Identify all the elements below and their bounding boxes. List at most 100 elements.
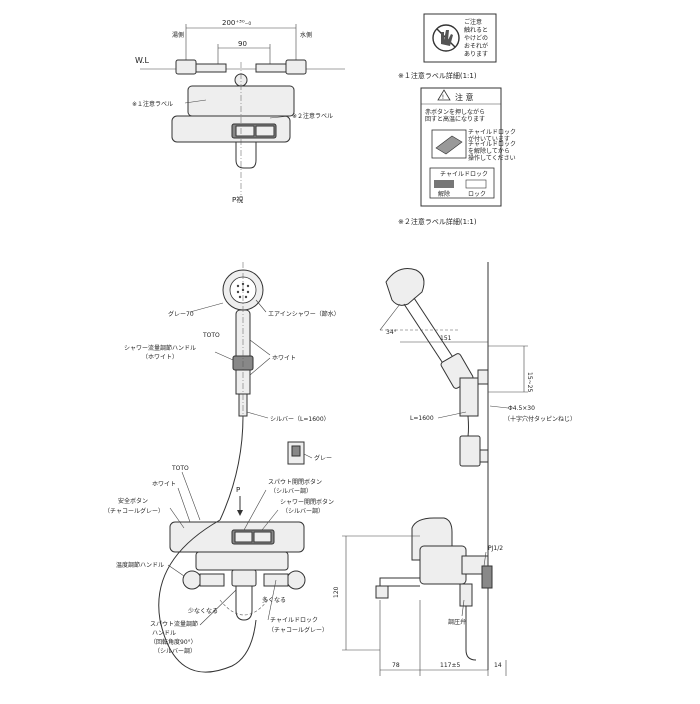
label1-line3: やけどの xyxy=(464,34,488,42)
pipe-joint xyxy=(481,565,493,589)
hot-elbow-front xyxy=(182,570,202,590)
label2-body-left: 赤ボタンを押しながら回すと高温になります xyxy=(425,108,485,123)
less-label: 少なくなる xyxy=(188,608,218,615)
label2-body-right-line: チャイルドロック xyxy=(468,129,516,136)
spout-button-top xyxy=(235,125,255,137)
label2-body-right-line: が付いています xyxy=(468,135,510,143)
hot-side-label: 湯側 xyxy=(172,31,184,39)
label1-callout: ※１注意ラベル xyxy=(132,100,173,108)
spout-flow-label: スパウト流量調節 xyxy=(150,620,198,628)
toto-front-label: TOTO xyxy=(171,465,189,472)
p-view-mark: P xyxy=(236,486,240,494)
holder-upper xyxy=(459,377,479,417)
white-label: ホワイト xyxy=(272,355,296,362)
water-line-label: W.L xyxy=(135,56,150,65)
leader xyxy=(214,351,234,361)
spout-outline xyxy=(235,142,257,169)
leader xyxy=(177,487,191,523)
leader xyxy=(267,579,277,621)
spout-flow-handle xyxy=(231,569,257,587)
dim-120: 120 xyxy=(333,586,340,598)
shower-grip-side-b xyxy=(403,303,447,369)
child-lock-color: （チャコールグレー） xyxy=(268,626,328,634)
faucet-side-body xyxy=(419,545,467,585)
hose-side-lower xyxy=(465,606,477,661)
hand-icon xyxy=(441,30,453,46)
leader xyxy=(181,471,201,521)
pipe-label: PJ1/2 xyxy=(488,545,503,552)
more-label: 多くなる xyxy=(262,596,286,604)
angle-label: 34° xyxy=(386,329,397,336)
white-front-label: ホワイト xyxy=(152,481,176,488)
warning-mark: ! xyxy=(442,94,444,101)
spout-button-color: （シルバー調） xyxy=(270,487,312,495)
dim-14: 14 xyxy=(494,662,502,669)
lock-left: 解除 xyxy=(438,190,450,198)
hot-elbow xyxy=(175,59,197,75)
hose-curve-upper xyxy=(219,415,244,521)
safety-button-color: （チャコールグレー） xyxy=(104,507,164,515)
leader xyxy=(437,411,467,419)
temp-handle-label: 温度調節ハンドル xyxy=(116,561,164,569)
hose-label: シルバー（L=1600） xyxy=(270,416,330,423)
spout-button-label: スパウト開閉ボタン xyxy=(268,478,322,486)
spout-flow-rotation: （回転角度90°） xyxy=(150,638,197,646)
label2-body-left-line: 赤ボタンを押しながら xyxy=(425,108,485,116)
leader xyxy=(269,115,291,119)
leader xyxy=(246,411,269,419)
gray-holder-label: グレー xyxy=(314,454,332,462)
holder-lower-bracket xyxy=(479,449,489,463)
front-spout-button xyxy=(234,531,253,543)
spout-front xyxy=(235,586,253,621)
spout-flow-label2: ハンドル xyxy=(152,630,176,637)
hot-union xyxy=(195,63,227,73)
cold-side-label: 水側 xyxy=(300,31,312,39)
leader xyxy=(189,302,224,313)
label2-title: 注 意 xyxy=(455,92,474,102)
flow-handle-label: シャワー流量調節ハンドル xyxy=(124,344,196,352)
hose-loop xyxy=(158,519,257,673)
shower-button-label: シャワー開閉ボタン xyxy=(280,498,334,506)
child-lock-label: チャイルドロック xyxy=(270,617,318,624)
leader xyxy=(169,507,185,529)
holder-slot xyxy=(291,445,301,457)
label2-sub-right-line: を解除してから xyxy=(468,147,510,155)
lock-title: チャイルドロック xyxy=(440,171,488,178)
label2-caption: ※２注意ラベル詳細(1:1) xyxy=(398,217,477,226)
dim-15-25: 15~25 xyxy=(526,372,533,392)
leader xyxy=(461,599,465,617)
shower-front: グレー70 エアインシャワー（節水） TOTO シャワー流量調節ハンドル （ホワ… xyxy=(124,262,340,521)
shower-button-color: （シルバー調） xyxy=(282,507,324,515)
faucet-lower-body xyxy=(195,551,289,571)
dim-117: 117±5 xyxy=(440,662,460,669)
dim-78: 78 xyxy=(392,662,400,669)
lock-swatch xyxy=(465,179,487,189)
label1-text: ご注意 触れると やけどの おそれが あります xyxy=(464,18,490,58)
leader xyxy=(249,339,271,356)
label-detail-2: ! 注 意 赤ボタンを押しながら回すと高温になります チャイルドロックが付いてい… xyxy=(398,87,516,226)
leader xyxy=(249,357,271,376)
hot-pipe xyxy=(199,573,225,587)
label-detail-1: ご注意 触れると やけどの おそれが あります ※１注意ラベル詳細(1:1) xyxy=(398,13,497,80)
screw-label: Φ4.5×30 xyxy=(508,405,535,412)
label2-sub-right: チャイルドロックを解除してから操作してください xyxy=(468,141,516,162)
cold-elbow xyxy=(285,59,307,75)
spout-side xyxy=(379,577,420,587)
leader xyxy=(184,99,207,104)
top-view: 200⁺³⁰₋₀ 90 湯側 水側 W.L P視 ※１注意ラベル ※２注意ラベル xyxy=(132,19,345,204)
dim-151: 151 xyxy=(440,335,452,342)
rotation-arc xyxy=(219,599,269,616)
front-shower-button xyxy=(253,531,272,543)
shower-button-top xyxy=(255,125,275,137)
label1-line1: ご注意 xyxy=(464,18,482,26)
flow-handle-color: （ホワイト） xyxy=(142,354,178,361)
p-arrowhead xyxy=(237,510,243,516)
leader xyxy=(483,551,487,567)
safety-button-label: 安全ボタン xyxy=(118,497,148,505)
label1-caption: ※１注意ラベル詳細(1:1) xyxy=(398,71,477,80)
side-view: 34° 151 15~25 L=1600 Φ4.5×30 （十字穴付タッピンねじ… xyxy=(333,262,576,676)
gray-70-label: グレー70 xyxy=(168,310,194,318)
dim-overall: 200⁺³⁰₋₀ xyxy=(222,19,251,27)
